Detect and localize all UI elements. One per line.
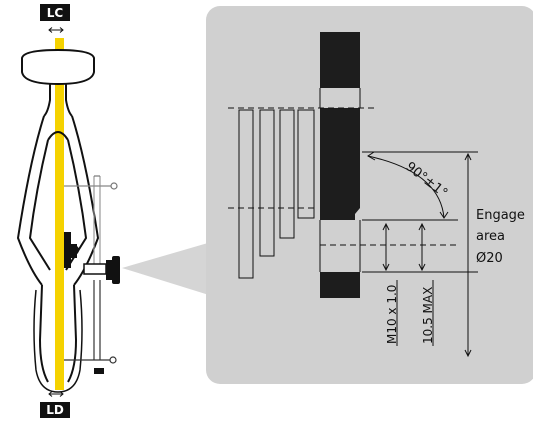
engage-label-line2: area <box>476 229 505 244</box>
dimension-thread <box>382 222 390 272</box>
tire <box>33 289 83 393</box>
detail-panel <box>206 6 533 384</box>
dimension-max <box>418 222 426 272</box>
frame-inner <box>28 139 88 271</box>
lc-tag <box>40 4 70 21</box>
dropout-outline <box>319 88 361 272</box>
centerline-band <box>55 38 64 390</box>
lc-label: LC <box>47 6 64 20</box>
bicycle-front-view <box>16 48 100 393</box>
thread-label: M10 x 1.0 <box>385 285 399 344</box>
gauge-steps <box>238 109 315 279</box>
dropout-bottom <box>320 272 360 298</box>
chainstays <box>38 284 78 383</box>
frame-left <box>16 115 45 286</box>
dropout-mid <box>320 108 360 220</box>
ld-tag <box>40 402 70 418</box>
seatpost <box>43 84 73 117</box>
gauge-clamp <box>83 256 120 374</box>
ld-label: LD <box>46 403 64 417</box>
max-depth-label: 10.5 MAX <box>421 287 435 344</box>
zoom-cone <box>122 238 225 300</box>
engage-label-line1: Engage <box>476 208 525 223</box>
angle-arc <box>367 151 449 219</box>
crank-area <box>64 232 79 268</box>
saddle <box>21 48 95 86</box>
lc-arrow-icon <box>48 27 64 33</box>
alignment-gauge <box>64 175 118 364</box>
frame-right <box>71 115 100 286</box>
reference-lines <box>228 107 458 246</box>
dropout-chamfer <box>355 208 360 220</box>
diameter-label: Ø20 <box>476 251 503 266</box>
dropout-top <box>320 32 360 88</box>
dimension-engage <box>464 152 472 358</box>
